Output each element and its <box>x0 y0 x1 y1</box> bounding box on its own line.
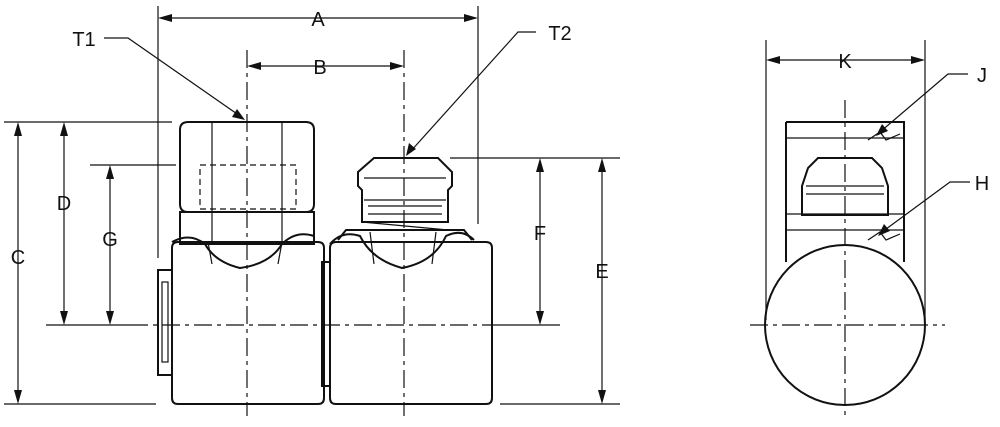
front-view <box>130 50 500 416</box>
body-block-left <box>171 241 325 405</box>
label-T2: T2 <box>548 23 571 45</box>
t2-fitting <box>357 157 453 223</box>
dimension-lines <box>4 6 970 405</box>
label-D: D <box>57 193 71 215</box>
label-H: H <box>975 173 989 195</box>
label-A: A <box>311 9 325 31</box>
label-T1: T1 <box>72 29 95 51</box>
label-J: J <box>977 65 987 87</box>
t1-hex-nut <box>179 121 315 213</box>
label-K: K <box>838 51 852 73</box>
dimension-labels: A B C D E F G H J K T1 T2 <box>11 9 989 283</box>
label-E: E <box>595 261 608 283</box>
label-F: F <box>534 223 546 245</box>
label-B: B <box>313 57 326 79</box>
side-view <box>750 40 945 416</box>
body-block-right <box>329 241 493 405</box>
end-cap <box>157 269 173 376</box>
label-C: C <box>11 247 25 269</box>
label-G: G <box>102 229 118 251</box>
